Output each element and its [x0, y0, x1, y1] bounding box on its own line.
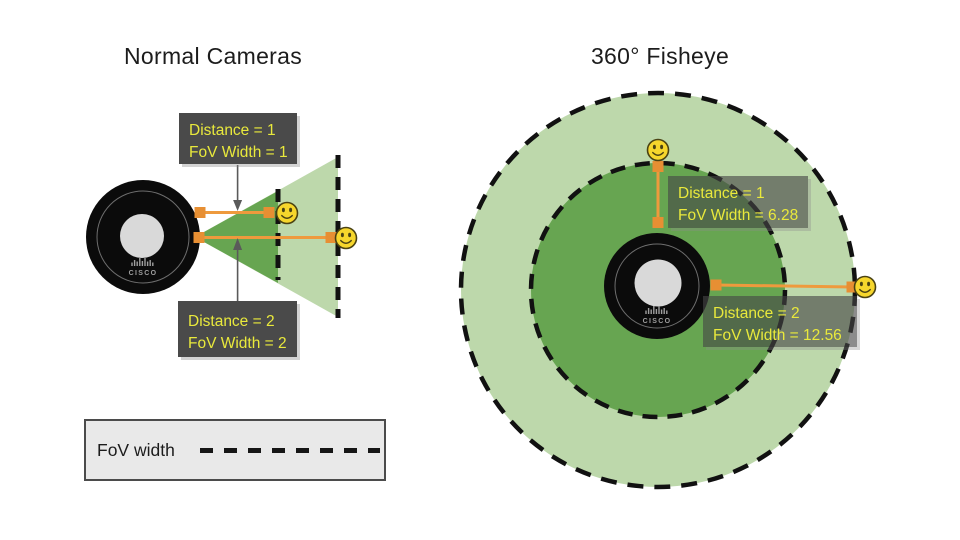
camera-lens [120, 214, 164, 258]
legend-label: FoV width [97, 439, 175, 460]
camera-brand-text: CISCO [643, 318, 672, 325]
label-line-fov-width: FoV Width = 12.56 [713, 327, 842, 344]
person-smiley-icon [646, 138, 670, 162]
normal-distance2-measure [193, 232, 337, 243]
camera-lens [634, 259, 682, 307]
label-line-distance: Distance = 2 [188, 313, 275, 330]
distance1-callout-arrow [233, 165, 243, 211]
person-smiley-icon [334, 226, 358, 250]
label-line-fov-width: FoV Width = 2 [188, 335, 287, 352]
person-smiley-icon [853, 275, 877, 299]
dashed-line-sample [199, 447, 380, 453]
label-normal-distance2: Distance = 2 FoV Width = 2 [178, 301, 297, 357]
distance2-callout-arrow [233, 238, 243, 301]
label-line-fov-width: FoV Width = 1 [189, 144, 288, 161]
fisheye-camera: CISCO [604, 233, 710, 339]
label-line-fov-width: FoV Width = 6.28 [678, 207, 799, 224]
fov-width-legend: FoV width [84, 419, 386, 481]
label-normal-distance1: Distance = 1 FoV Width = 1 [179, 113, 297, 164]
label-fisheye-distance2: Distance = 2 FoV Width = 12.56 [703, 296, 857, 347]
label-line-distance: Distance = 1 [189, 122, 276, 139]
fisheye-distance2-measure [710, 279, 858, 293]
label-line-distance: Distance = 2 [713, 305, 800, 322]
left-panel-title: Normal Cameras [123, 43, 303, 69]
fisheye-distance1-measure [652, 161, 664, 228]
normal-camera: CISCO [86, 180, 200, 294]
normal-distance1-measure [194, 207, 275, 218]
camera-brand-text: CISCO [129, 270, 158, 277]
label-fisheye-distance1: Distance = 1 FoV Width = 6.28 [668, 176, 808, 228]
person-smiley-icon [275, 201, 299, 225]
label-line-distance: Distance = 1 [678, 185, 765, 202]
right-panel-title: 360° Fisheye [590, 43, 730, 69]
